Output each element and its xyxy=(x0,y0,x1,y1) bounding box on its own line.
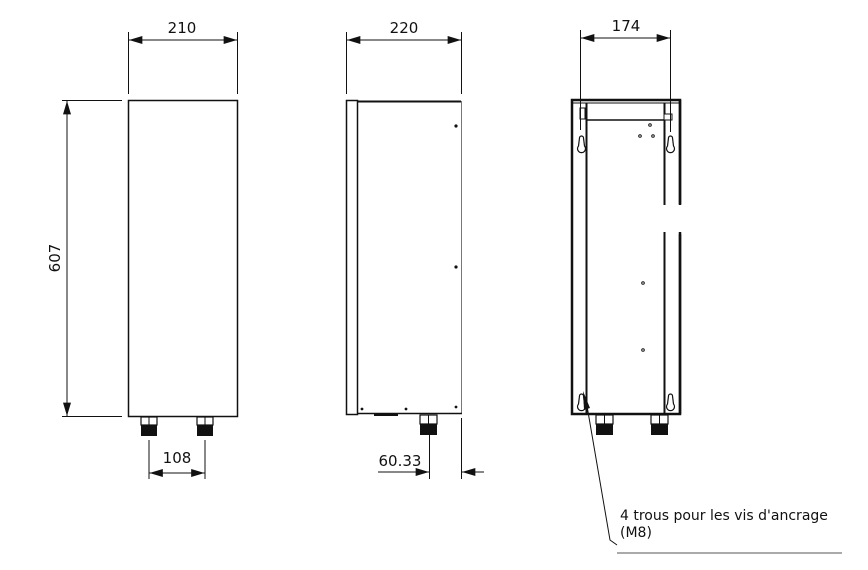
dimension-height-front: 607 xyxy=(46,100,122,417)
keyhole-bottom-right xyxy=(665,393,676,412)
dim-label-220: 220 xyxy=(390,19,419,37)
keyhole-top-left xyxy=(576,135,587,154)
note-line-1: 4 trous pour les vis d'ancrage xyxy=(620,508,828,524)
note-leader-line xyxy=(585,399,842,554)
dim-label-60-33: 60.33 xyxy=(379,452,422,470)
pipe-fitting-rear-right xyxy=(650,414,669,435)
front-view: 210 607 108 xyxy=(46,19,239,479)
pipe-fitting-left xyxy=(140,416,158,436)
dimension-width-front: 210 xyxy=(128,19,238,94)
dim-label-210: 210 xyxy=(168,19,197,37)
pipe-fitting-side xyxy=(419,414,438,435)
dimension-pipe-offset: 60.33 xyxy=(378,418,484,479)
note-line-2: (M8) xyxy=(620,525,652,541)
keyhole-top-right xyxy=(665,135,676,154)
side-view: 220 60.33 xyxy=(345,19,484,479)
dim-label-607: 607 xyxy=(46,244,64,273)
dim-label-174: 174 xyxy=(612,17,641,35)
rear-view: 174 xyxy=(570,17,842,554)
dim-label-108: 108 xyxy=(163,449,192,467)
dimension-pipe-spacing: 108 xyxy=(148,440,206,479)
dimension-width-rear: 174 xyxy=(580,17,671,132)
pipe-fitting-rear-left xyxy=(595,414,614,435)
dimension-width-side: 220 xyxy=(346,19,462,94)
pipe-fitting-right xyxy=(196,416,214,436)
anchor-holes-note: 4 trous pour les vis d'ancrage (M8) xyxy=(620,508,828,542)
